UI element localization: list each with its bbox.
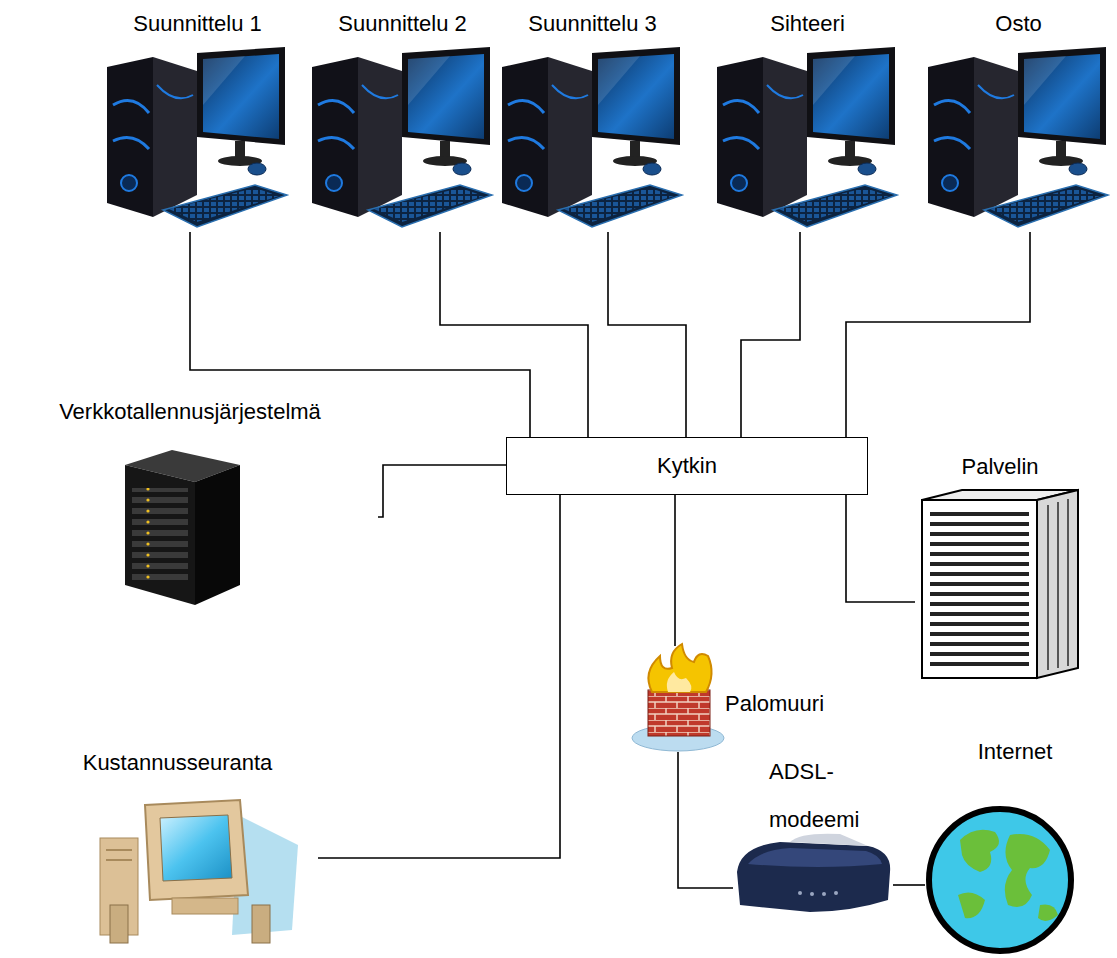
device-label: Palomuuri (725, 691, 828, 717)
network-cable (741, 232, 800, 437)
globe-icon (929, 809, 1071, 951)
device-node: Suunnittelu 2 (310, 5, 503, 232)
network-cable (674, 495, 676, 646)
legacy-computer-icon (100, 800, 298, 943)
workstation-icon (928, 47, 1108, 227)
network-cable (846, 232, 1030, 437)
device-label: Palvelin (915, 454, 1085, 480)
workstation-icon (717, 47, 897, 227)
device-node: Verkkotallennusjärjestelmä (10, 395, 378, 610)
workstation-icon (107, 47, 1108, 227)
network-cable (440, 232, 588, 437)
switch-box: Kytkin (506, 437, 868, 495)
device-label: Suunnittelu 2 (310, 11, 495, 37)
device-label: Kustannusseuranta (45, 750, 310, 776)
network-cable (318, 495, 560, 858)
device-node: ADSL- modeemi (733, 746, 893, 914)
nas-icon (125, 450, 240, 605)
device-node: Suunnittelu 1 (105, 5, 298, 232)
device-node: Palvelin (915, 450, 1093, 685)
device-label: ADSL- modeemi (769, 748, 865, 844)
network-cable (846, 495, 915, 602)
device-node: Kustannusseuranta (45, 748, 318, 955)
device-node: Internet (925, 735, 1083, 956)
network-cable (893, 884, 925, 886)
device-node: Osto (926, 5, 1117, 232)
device-label: Verkkotallennusjärjestelmä (10, 399, 370, 425)
device-node: Sihteeri (715, 5, 908, 232)
device-label: Osto (926, 11, 1111, 37)
network-cable (608, 232, 686, 437)
modem-icon (737, 834, 890, 912)
workstation-icon (107, 47, 287, 227)
server-icon (922, 490, 1078, 678)
device-label: Sihteeri (715, 11, 900, 37)
device-node: Palomuuri (628, 646, 836, 752)
workstation-icon (502, 47, 682, 227)
device-node: Suunnittelu 3 (500, 5, 693, 232)
device-label: Internet (955, 739, 1075, 765)
device-label: Suunnittelu 1 (105, 11, 290, 37)
network-cable (378, 465, 506, 517)
network-cable (678, 752, 733, 888)
switch-label: Kytkin (657, 453, 717, 479)
workstation-icon (312, 47, 492, 227)
firewall-icon (632, 644, 724, 751)
device-label: Suunnittelu 3 (500, 11, 685, 37)
